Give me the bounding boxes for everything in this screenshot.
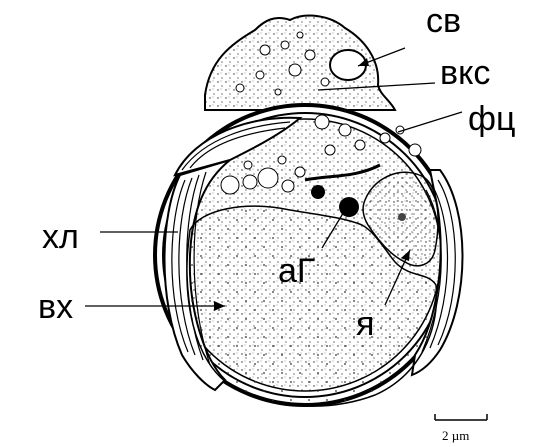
label-ya: я (356, 305, 374, 343)
label-ag: аГ (278, 252, 315, 290)
label-fc: фц (468, 100, 515, 138)
scale-bar (435, 414, 487, 420)
label-hl: хл (42, 218, 79, 256)
label-vh: вх (38, 288, 73, 326)
nucleolus (398, 213, 406, 221)
label-sv: св (426, 2, 461, 40)
label-vks: вкс (440, 54, 490, 92)
scale-bar-label: 2 µm (442, 428, 469, 443)
granule-small (311, 185, 325, 199)
